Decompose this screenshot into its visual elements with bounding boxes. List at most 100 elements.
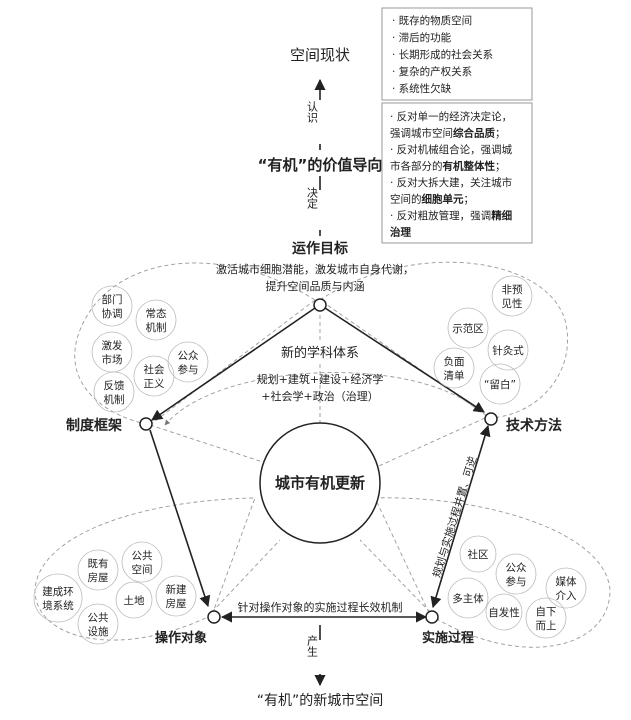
- values-line: 市各部分的有机整体性；: [390, 160, 506, 173]
- status-item: · 既存的物质空间: [392, 14, 472, 27]
- bubble-text: 公众: [506, 562, 527, 574]
- space-status-label: 空间现状: [290, 46, 350, 64]
- bubble-circle: [93, 371, 135, 413]
- institution-label: 制度框架: [66, 417, 122, 434]
- bubble-text: 激发: [102, 339, 123, 352]
- bubble-text: 空间: [132, 563, 153, 576]
- bubble-circle: [91, 285, 133, 327]
- values-list: · 反对单一的经济决定论，强调城市空间综合品质；· 反对机械组合论，强调城市各部…: [390, 110, 513, 239]
- values-line: 空间的细胞单元；: [390, 193, 474, 206]
- bubble-text: 负面: [444, 355, 465, 368]
- recognize-label: 认识: [306, 101, 319, 123]
- values-line: 强调城市空间综合品质；: [390, 127, 506, 140]
- values-line: · 反对粗放管理，强调精细: [390, 209, 512, 222]
- bubble-text: 常态: [146, 307, 167, 320]
- bubble-item: “留白”: [479, 363, 521, 405]
- technique-region: [319, 261, 568, 419]
- bubble-text: 针灸式: [492, 344, 524, 357]
- bubble-text: 自发性: [488, 606, 520, 619]
- bubble-text: 反馈: [104, 379, 125, 392]
- bubble-text: 自下: [536, 605, 557, 618]
- bubble-text: 境系统: [42, 599, 74, 612]
- bubble-circle: [479, 363, 521, 405]
- edge-goal-institution: [151, 307, 316, 421]
- new-space-label: “有机”的新城市空间: [257, 692, 384, 709]
- bubble-circle: [167, 341, 209, 383]
- status-item: · 长期形成的社会关系: [392, 48, 493, 61]
- institution-region: [74, 262, 316, 426]
- values-box: [381, 102, 533, 244]
- bubble-text: 示范区: [452, 322, 484, 335]
- center-label: 城市有机更新: [275, 474, 365, 492]
- bubble-text: 正义: [144, 378, 165, 390]
- discipline-desc-2: +社会学+政治（治理）: [261, 389, 378, 403]
- bubble-item: 自发性: [485, 593, 523, 631]
- bubble-text: 见性: [502, 297, 523, 310]
- values-line: · 反对大拆大建，关注城市: [390, 176, 512, 189]
- bubble-circle: [447, 307, 489, 349]
- bubble-circle: [485, 593, 523, 631]
- bubble-text: 参与: [178, 363, 199, 376]
- discipline-label: 新的学科体系: [281, 345, 359, 361]
- bubble-text: 媒体: [556, 575, 577, 588]
- edge-technique-implementation: [430, 424, 491, 609]
- status-item: · 滞后的功能: [392, 31, 452, 44]
- bubble-circle: [491, 275, 533, 317]
- bubble-item: 针灸式: [487, 329, 529, 371]
- bubble-circle: [91, 331, 133, 373]
- discipline-arc: [164, 372, 481, 426]
- bubble-text: 部门: [102, 293, 123, 306]
- bubble-text: 房屋: [166, 597, 187, 610]
- bubble-text: 设施: [88, 625, 109, 638]
- mechanism-label: 针对操作对象的实施过程长效机制: [238, 600, 403, 614]
- bubble-circle: [545, 567, 587, 609]
- bubble-text: 公共: [88, 612, 109, 624]
- bubble-circle: [77, 603, 119, 645]
- status-list: · 既存的物质空间 · 滞后的功能 · 长期形成的社会关系 · 复杂的产权关系 · 系统…: [392, 14, 493, 95]
- status-box: [381, 7, 533, 101]
- bubble-circle: [525, 597, 567, 639]
- edge-institution-object: [149, 429, 211, 608]
- bubble-circle: [459, 535, 497, 573]
- bubble-text: 而上: [536, 620, 557, 632]
- bubble-item: 示范区: [447, 307, 489, 349]
- status-item: · 系统性欠缺: [392, 82, 452, 95]
- bubble-circle: [433, 347, 475, 389]
- bubble-circle: [487, 329, 529, 371]
- bubble-circle: [447, 577, 489, 619]
- bubble-text: 社会: [144, 363, 165, 376]
- bubble-text: 协调: [102, 307, 123, 320]
- bubble-circle: [33, 573, 83, 623]
- bubble-item: 土地: [115, 581, 153, 619]
- institution-bubbles: 部门协调常态机制激发市场社会正义公众参与反馈机制: [91, 285, 209, 413]
- center-circle: [259, 422, 381, 544]
- status-item: · 复杂的产权关系: [392, 65, 472, 78]
- technique-label: 技术方法: [506, 417, 562, 434]
- bubble-circle: [115, 581, 153, 619]
- bubble-text: 市场: [102, 353, 123, 366]
- object-bubbles: 既有房屋公共 空间建成环境系统土地新建房屋公共设施: [33, 541, 197, 645]
- object-node: [207, 610, 221, 624]
- edge-goal-technique: [324, 307, 485, 413]
- technique-node: [484, 412, 498, 426]
- bubble-text: 公众: [178, 350, 199, 362]
- values-line: · 反对机械组合论，强调城: [390, 143, 513, 156]
- bubble-text: 非预: [502, 284, 523, 296]
- implementation-bubbles: 社区公众参与媒体介入多主体自发性自下而上: [447, 535, 587, 639]
- bubble-text: 机制: [104, 393, 125, 406]
- goal-desc-2: 提升空间品质与内涵: [266, 279, 365, 293]
- institution-node: [139, 417, 153, 431]
